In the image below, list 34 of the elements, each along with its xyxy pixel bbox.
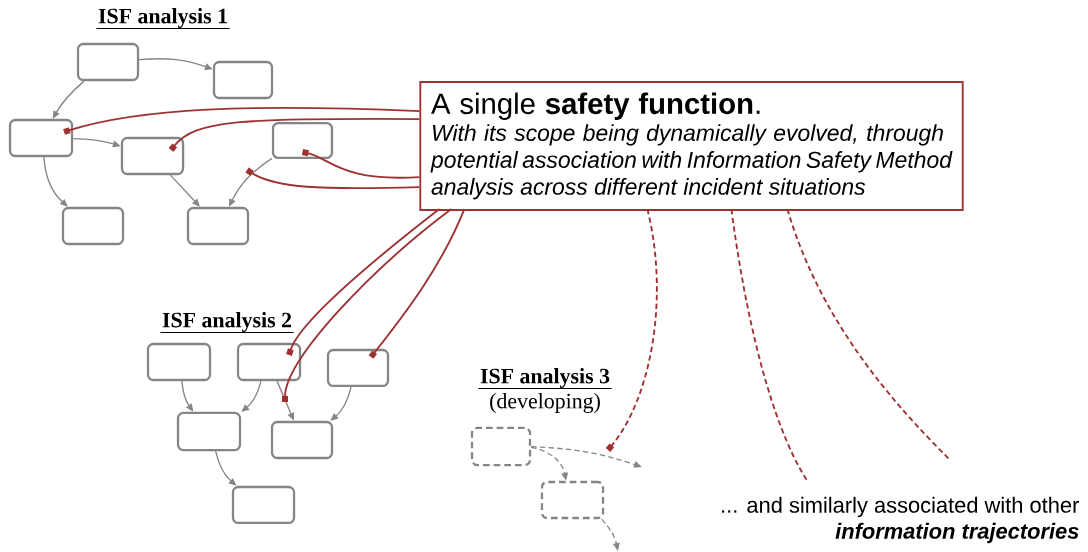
empty-box [8, 118, 74, 158]
arrow [241, 380, 262, 412]
arrow [52, 80, 85, 119]
empty-box [120, 136, 185, 176]
arrow [181, 380, 194, 412]
empty-box [270, 420, 334, 460]
connector-line [786, 208, 951, 461]
empty-box [231, 485, 296, 525]
empty-box [146, 342, 212, 382]
arrow [530, 445, 642, 468]
empty-box [176, 411, 242, 452]
connector-line [245, 167, 421, 190]
empty-box [61, 206, 125, 246]
empty-box [326, 348, 390, 388]
arrow [330, 386, 352, 421]
note-text: information trajectories [835, 522, 1079, 544]
note-text: (developing) [490, 393, 600, 413]
empty-box [236, 342, 302, 382]
connector-line [730, 208, 809, 483]
empty-box [76, 42, 140, 82]
dashed-box [540, 480, 605, 520]
analysis-title: ISF analysis 3 [477, 368, 613, 390]
empty-box [271, 121, 334, 160]
note-text: ... and similarly associated with other [722, 496, 1079, 518]
dashed-box [470, 426, 532, 467]
empty-box [212, 60, 274, 100]
connector-line [286, 208, 441, 356]
analysis-title: ISF analysis 2 [159, 312, 295, 334]
text-box: A single safety function. With its scope being dynamically evolved, through potential association with Information Safety Method analysis across different incident situations [419, 81, 964, 211]
analysis-title: ISF analysis 1 [95, 8, 231, 30]
empty-box [186, 206, 250, 246]
arrow [43, 156, 68, 207]
connector-line [282, 208, 453, 402]
connector-line [63, 107, 421, 135]
